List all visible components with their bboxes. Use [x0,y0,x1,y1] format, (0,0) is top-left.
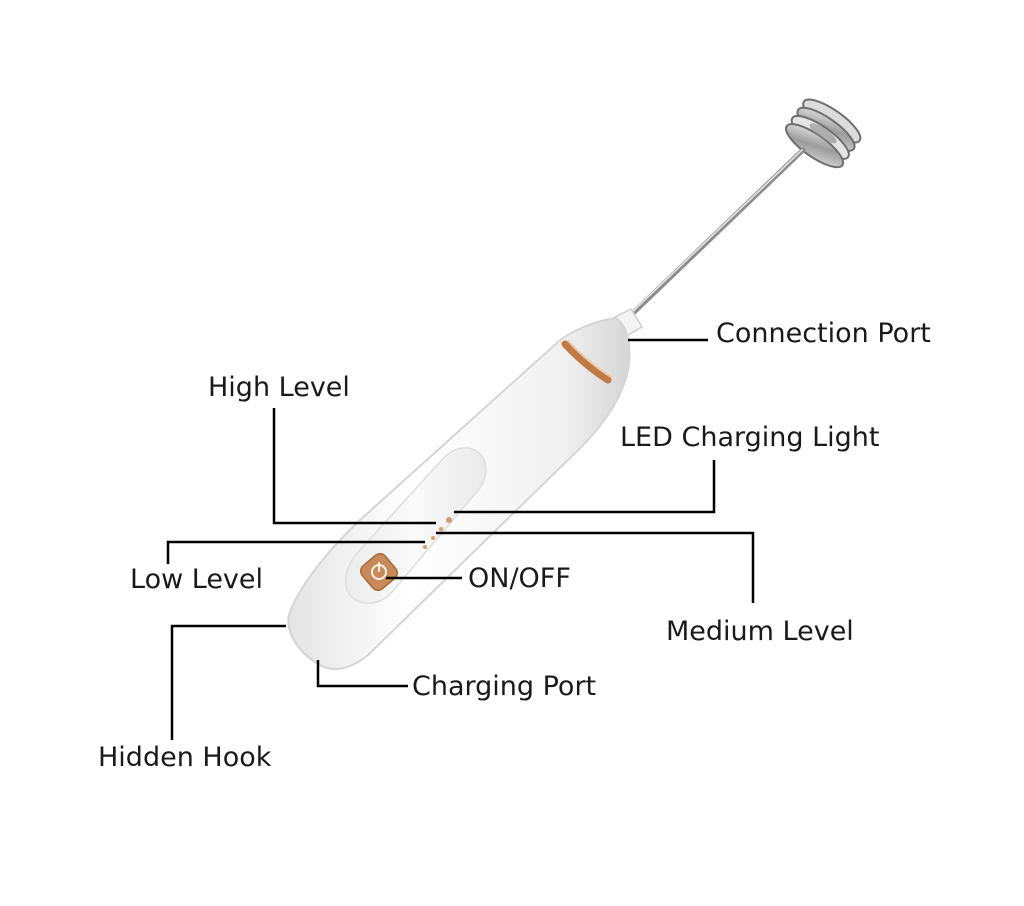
label-low-level: Low Level [130,564,264,595]
label-charging-port: Charging Port [412,671,597,702]
whisk-head [784,98,862,169]
label-hidden-hook: Hidden Hook [98,742,272,773]
copper-ring [561,340,612,384]
label-connection-port: Connection Port [716,318,931,349]
label-on-off: ON/OFF [468,563,571,594]
low-indicator-dot [423,545,427,549]
led-indicator-dot [446,517,452,523]
whisk-shaft [625,147,806,321]
leader-lines [166,338,755,740]
medium-indicator-dot [431,536,435,540]
power-button[interactable] [358,551,400,593]
label-led-charging-light: LED Charging Light [620,422,880,453]
label-high-level: High Level [208,372,350,403]
label-medium-level: Medium Level [666,616,854,647]
high-indicator-dot [439,527,443,531]
